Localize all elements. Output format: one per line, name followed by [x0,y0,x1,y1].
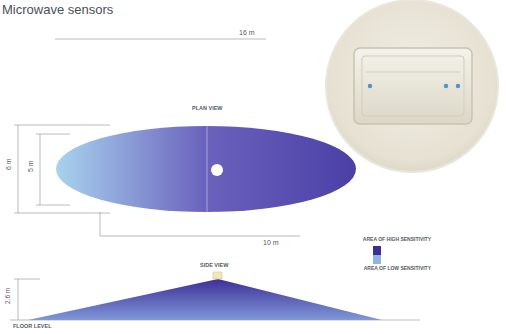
legend-text: AREA OF HIGH SENSITIVITY [363,237,431,242]
dimension-label: 2.6 m [5,288,12,304]
legend-swatch [373,255,381,264]
floor-label: FLOOR LEVEL [13,324,52,330]
dimension-label: 16 m [239,29,255,36]
legend-swatch [373,246,381,255]
dimension-label: 10 m [263,239,279,246]
view-label: SIDE VIEW [200,263,228,269]
view-label: PLAN VIEW [192,106,223,112]
dimension-label: 6 m [5,158,12,170]
legend-text: AREA OF LOW SENSITIVITY [364,266,431,271]
dimension-label: 5 m [27,160,34,172]
diagram-title: Microwave sensors [2,3,113,16]
